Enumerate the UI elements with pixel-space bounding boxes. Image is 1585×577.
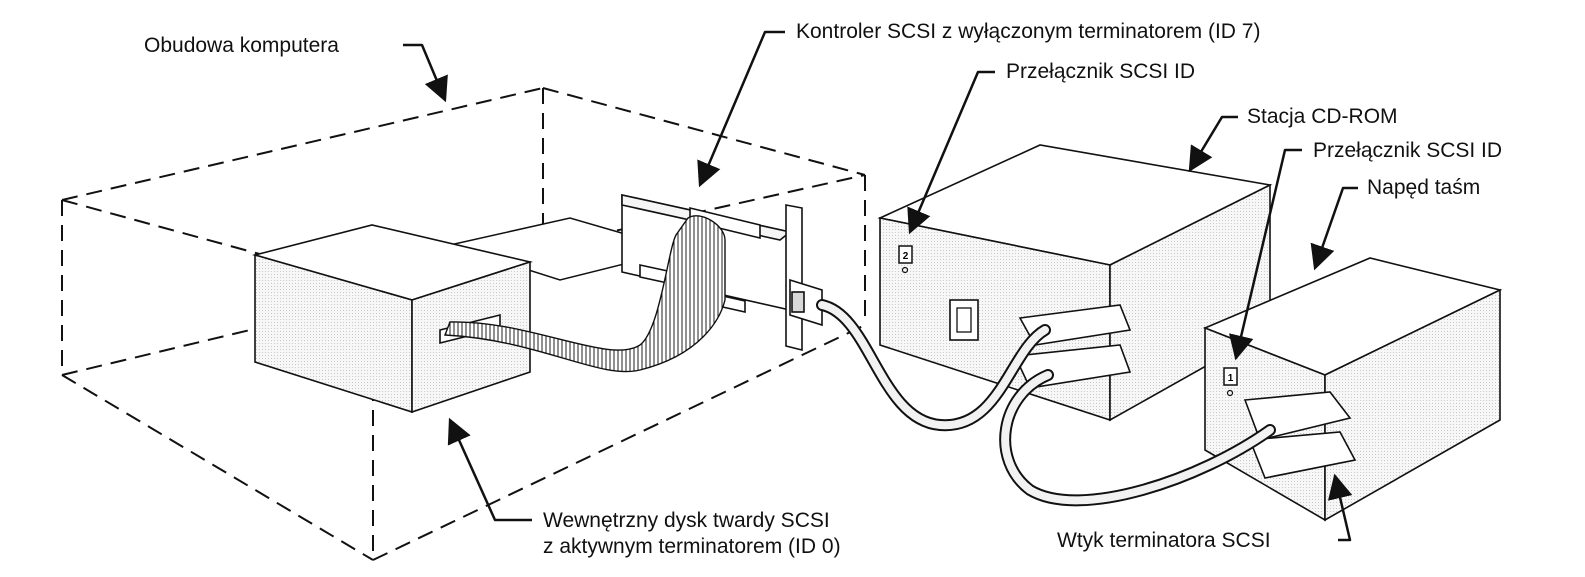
tape-leader-arrow <box>1310 186 1358 271</box>
tape-label: Napęd taśm <box>1367 176 1481 199</box>
case-label: Obudowa komputera <box>144 34 339 57</box>
switch-cdrom-leader-arrow <box>907 70 995 235</box>
case-leader-arrow <box>403 43 448 103</box>
cdrom-drive <box>877 144 1273 422</box>
leader-lines <box>403 30 1358 542</box>
cdrom-scsi-id-switch: 2 <box>898 245 913 274</box>
cdrom-scsi-id-value: 2 <box>903 251 909 262</box>
hdd-label-line-1: Wewnętrzny dysk twardy SCSI <box>543 509 830 532</box>
controller-label: Kontroler SCSI z wyłączonym terminatorem… <box>796 20 1261 43</box>
terminator-leader-arrow <box>1327 473 1353 542</box>
hdd-label-line-2: z aktywnym terminatorem (ID 0) <box>543 535 841 558</box>
external-scsi-cables <box>816 299 1276 507</box>
tape-scsi-id-value: 1 <box>1228 373 1234 384</box>
terminator-plug-label: Wtyk terminatora SCSI <box>1057 529 1271 552</box>
hdd-label: Wewnętrzny dysk twardy SCSI z aktywnym t… <box>543 508 841 560</box>
tape-scsi-id-switch: 1 <box>1223 367 1238 397</box>
tape-switch-label: Przełącznik SCSI ID <box>1313 139 1503 162</box>
cdrom-leader-arrow <box>1188 115 1238 173</box>
hdd-leader-arrow <box>447 417 532 522</box>
internal-ribbon-cable <box>444 215 726 373</box>
switch-tape-leader-arrow <box>1228 148 1302 361</box>
cdrom-label: Stacja CD-ROM <box>1247 105 1398 128</box>
controller-leader-arrow <box>697 30 785 188</box>
cdrom-switch-label: Przełącznik SCSI ID <box>1006 60 1196 83</box>
internal-hard-disk <box>251 224 533 414</box>
